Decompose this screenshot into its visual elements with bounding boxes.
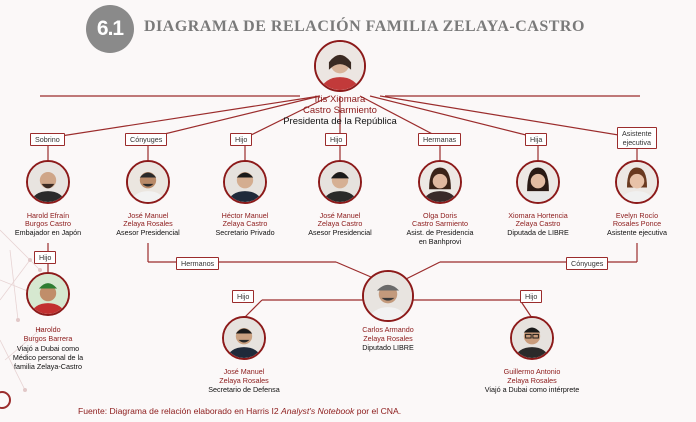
evelyn-name1: Evelyn Rocío: [615, 211, 659, 220]
diagram-title: DIAGRAMA DE RELACIÓN FAMILIA ZELAYA-CAST…: [144, 18, 585, 35]
evelyn-name2: Rosales Ponce: [612, 219, 662, 228]
jm-defensa-name1: José Manuel: [223, 367, 265, 376]
haroldo-name1: Haroldo: [35, 325, 61, 334]
haroldo-name2: Burgos Barrera: [23, 334, 73, 343]
label-hijo-haroldo: Hijo: [34, 251, 57, 264]
olga-name1: Olga Doris: [423, 211, 457, 220]
carlos-role: Diputado LIBRE: [362, 343, 414, 352]
avatar-evelyn: [615, 160, 659, 204]
jose-manuel-castro-name2: Zelaya Castro: [317, 219, 363, 228]
label-hermanos: Hermanos: [176, 257, 220, 270]
jm-defensa-role: Secretario de Defensa: [208, 385, 280, 394]
source-italic: Analyst's Notebook: [281, 406, 355, 416]
evelyn-role: Asistente ejecutiva: [607, 228, 667, 237]
carlos-name1: Carlos Armando: [362, 325, 414, 334]
center-name-line1: Iris Xiomara: [314, 94, 366, 105]
harold-role: Embajador en Japón: [14, 228, 82, 237]
label-hijo-guillermo: Hijo: [520, 290, 543, 303]
carlos-name2: Zelaya Rosales: [363, 334, 413, 343]
avatar-olga: [418, 160, 462, 204]
xiomara-role: Diputada de LIBRE: [507, 228, 569, 237]
avatar-guillermo: [510, 316, 554, 360]
source-prefix: Fuente: Diagrama de relación elaborado e…: [78, 406, 282, 416]
avatar-xiomara: [516, 160, 560, 204]
harold-name1: Harold Efraín: [26, 211, 70, 220]
jose-manuel-role: Asesor Presidencial: [116, 228, 180, 237]
avatar-haroldo: [26, 272, 70, 316]
avatar-jose-manuel: [126, 160, 170, 204]
label-conyuges: Cónyuges: [125, 133, 168, 146]
hector-name1: Héctor Manuel: [221, 211, 269, 220]
label-asistente-ejecutiva: Asistente ejecutiva: [617, 127, 657, 149]
label-asistente-line2: ejecutiva: [622, 138, 651, 147]
olga-name2: Castro Sarmiento: [412, 219, 468, 228]
label-conyuges-carlos: Cónyuges: [566, 257, 609, 270]
jm-defensa-name2: Zelaya Rosales: [219, 376, 269, 385]
hector-role: Secretario Privado: [215, 228, 275, 237]
label-hijo-jose: Hijo: [325, 133, 348, 146]
avatar-harold: [26, 160, 70, 204]
olga-role1: Asist. de Presidencia: [406, 228, 474, 237]
avatar-hector: [223, 160, 267, 204]
haroldo-role3: familia Zelaya-Castro: [14, 362, 82, 371]
avatar-jose-manuel-defensa: [222, 316, 266, 360]
section-badge: 6.1: [86, 5, 134, 53]
haroldo-role2: Médico personal de la: [12, 353, 84, 362]
center-name-line2: Castro Sarmiento: [303, 105, 377, 116]
center-role: Presidenta de la República: [283, 116, 397, 127]
jose-manuel-name1: José Manuel: [127, 211, 169, 220]
avatar-jose-manuel-castro: [318, 160, 362, 204]
label-hijo-jm-defensa: Hijo: [232, 290, 255, 303]
jose-manuel-castro-role: Asesor Presidencial: [308, 228, 372, 237]
jose-manuel-castro-name1: José Manuel: [319, 211, 361, 220]
guillermo-name1: Guillermo Antonio: [503, 367, 561, 376]
xiomara-name2: Zelaya Castro: [515, 219, 561, 228]
label-hija: Hija: [525, 133, 548, 146]
source-note: Fuente: Diagrama de relación elaborado e…: [78, 406, 401, 416]
label-sobrino: Sobrino: [30, 133, 65, 146]
guillermo-role: Viajó a Dubai como intérprete: [484, 385, 580, 394]
label-hermanas: Hermanas: [418, 133, 462, 146]
harold-name2: Burgos Castro: [25, 219, 71, 228]
source-suffix: por el CNA.: [354, 406, 402, 416]
jose-manuel-name2: Zelaya Rosales: [123, 219, 173, 228]
guillermo-name2: Zelaya Rosales: [507, 376, 557, 385]
hector-name2: Zelaya Castro: [222, 219, 268, 228]
label-asistente-line1: Asistente: [622, 129, 652, 138]
avatar-carlos: [362, 270, 414, 322]
xiomara-name1: Xiomara Hortencia: [508, 211, 568, 220]
haroldo-role1: Viajó a Dubai como: [16, 344, 80, 353]
olga-role2: en Banhprovi: [418, 237, 462, 246]
label-hijo-hector: Hijo: [230, 133, 253, 146]
avatar-iris-xiomara: [314, 40, 366, 92]
